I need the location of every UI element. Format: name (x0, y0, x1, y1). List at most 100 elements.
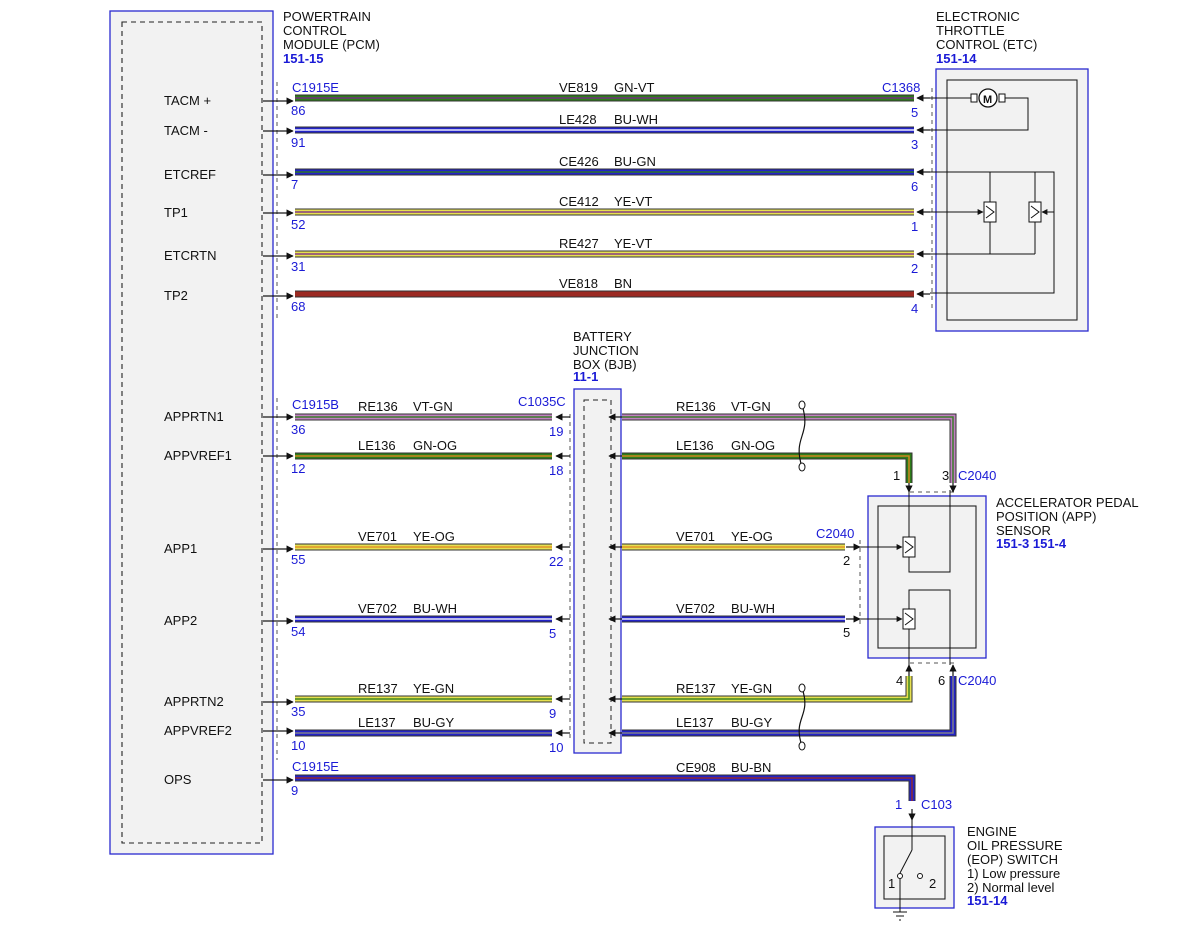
pcm-pin-number: 68 (291, 299, 305, 314)
circuit-id: RE427 (559, 236, 599, 251)
eop-pin-number: 1 (895, 797, 902, 812)
circuit-id: LE428 (559, 112, 597, 127)
etc-pin-number: 2 (911, 261, 918, 276)
eop-contact-2: 2 (929, 876, 936, 891)
wire-LE136-right (622, 452, 913, 483)
circuit-id: VE818 (559, 276, 598, 291)
pin-label: APPVREF2 (164, 723, 232, 738)
pcm-pin-number: 31 (291, 259, 305, 274)
circuit-id: VE819 (559, 80, 598, 95)
bjb-ref: 11-1 (573, 369, 598, 384)
circuit-id: VE702 (358, 601, 397, 616)
etc-pin-number: 5 (911, 105, 918, 120)
pin-label: APPRTN2 (164, 694, 224, 709)
wire-color-code: YE-GN (413, 681, 454, 696)
app-pin-number: 6 (938, 673, 945, 688)
circuit-id: RE137 (358, 681, 398, 696)
twisted-pair-icon (798, 683, 806, 751)
circuit-id: CE426 (559, 154, 599, 169)
bjb-pin-number: 22 (549, 554, 563, 569)
etc-pin-number: 4 (911, 301, 918, 316)
motor-label: M (983, 94, 992, 106)
etc-pin-number: 3 (911, 137, 918, 152)
wire-CE908 (295, 774, 916, 801)
connector-c1915e-bottom: C1915E (292, 759, 339, 774)
connector-c2040-top: C2040 (958, 468, 996, 483)
etc-name-1: ELECTRONIC (936, 9, 1020, 24)
pcm-pin-number: 9 (291, 783, 298, 798)
app-sensor (859, 490, 987, 665)
motor-icon (978, 88, 998, 108)
wire-color-code: GN-VT (614, 80, 655, 95)
wire-color-code: YE-GN (731, 681, 772, 696)
connector-c103: C103 (921, 797, 952, 812)
wire-RE136-right (622, 413, 957, 483)
pcm-pin-number: 7 (291, 177, 298, 192)
pcm-pin-number: 36 (291, 422, 305, 437)
pin-label: TACM - (164, 123, 208, 138)
wire-color-code: BN (614, 276, 632, 291)
app-pin-number: 2 (843, 553, 850, 568)
etc-name-2: THROTTLE (936, 23, 1005, 38)
circuit-id: VE701 (358, 529, 397, 544)
app-ref: 151-3 151-4 (996, 536, 1067, 551)
wire-color-code: YE-VT (614, 236, 652, 251)
wire-color-code: YE-VT (614, 194, 652, 209)
wire-color-code: BU-WH (731, 601, 775, 616)
bjb-pin-number: 5 (549, 626, 556, 641)
pcm-pin-number: 35 (291, 704, 305, 719)
pcm-pin-number: 12 (291, 461, 305, 476)
connector-c2040-mid: C2040 (816, 526, 854, 541)
wire-color-code: VT-GN (413, 399, 453, 414)
wire-color-code: YE-OG (413, 529, 455, 544)
bjb-pin-number: 10 (549, 740, 563, 755)
eop-ref: 151-14 (967, 893, 1008, 908)
etc-name-3: CONTROL (ETC) (936, 37, 1037, 52)
pin-label: ETCRTN (164, 248, 216, 263)
connector-c2040-bottom: C2040 (958, 673, 996, 688)
bjb-module (569, 388, 622, 754)
circuit-id: LE137 (676, 715, 714, 730)
pcm-pin-number: 10 (291, 738, 305, 753)
pcm-pin-number: 52 (291, 217, 305, 232)
bjb-pin-number: 9 (549, 706, 556, 721)
eop-contact-1: 1 (888, 876, 895, 891)
bjb-pin-number: 18 (549, 463, 563, 478)
connector-c1368: C1368 (882, 80, 920, 95)
wire-color-code: BU-GY (413, 715, 455, 730)
wire-LE137-right (622, 676, 957, 737)
circuit-id: LE137 (358, 715, 396, 730)
pin-label: TACM + (164, 93, 211, 108)
app-pin-number: 3 (942, 468, 949, 483)
pcm-ref: 151-15 (283, 51, 323, 66)
bjb-name-3: BOX (BJB) (573, 357, 637, 372)
pin-label: OPS (164, 772, 192, 787)
pin-label: APP1 (164, 541, 197, 556)
app-name-2: POSITION (APP) (996, 509, 1096, 524)
circuit-id: RE136 (676, 399, 716, 414)
pin-label: TP1 (164, 205, 188, 220)
pcm-module (109, 10, 278, 855)
wire-color-code: BU-GN (614, 154, 656, 169)
bjb-name-1: BATTERY (573, 329, 632, 344)
eop-name-2: OIL PRESSURE (967, 838, 1063, 853)
circuit-id: CE908 (676, 760, 716, 775)
pcm-pin-number: 55 (291, 552, 305, 567)
etc-pin-number: 1 (911, 219, 918, 234)
app-name-3: SENSOR (996, 523, 1051, 538)
pcm-pin-number: 54 (291, 624, 305, 639)
app-pin-number: 5 (843, 625, 850, 640)
pcm-pin-number: 91 (291, 135, 305, 150)
wire-color-code: BU-WH (413, 601, 457, 616)
etc-pin-number: 6 (911, 179, 918, 194)
circuit-id: VE702 (676, 601, 715, 616)
pin-label: APPVREF1 (164, 448, 232, 463)
etc-ref: 151-14 (936, 51, 977, 66)
connector-c1035c: C1035C (518, 394, 566, 409)
bjb-name-2: JUNCTION (573, 343, 639, 358)
twisted-pair-icon (798, 400, 806, 472)
pcm-pin-number: 86 (291, 103, 305, 118)
wire-color-code: GN-OG (413, 438, 457, 453)
app-name-1: ACCELERATOR PEDAL (996, 495, 1139, 510)
